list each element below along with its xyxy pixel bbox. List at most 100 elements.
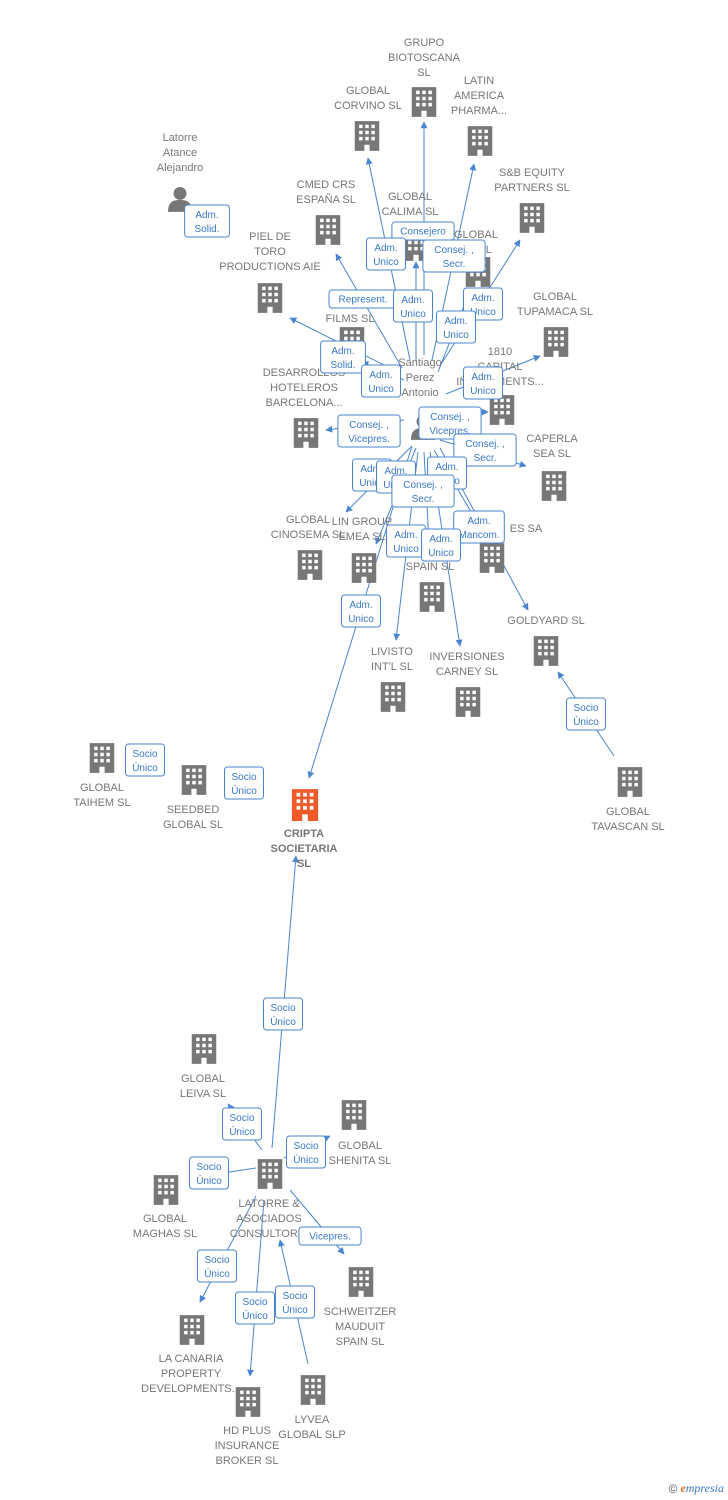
badge-label: Solid. — [330, 360, 355, 371]
role-badge-b_adm_unico_2[interactable]: Adm.Unico — [393, 289, 433, 323]
badge-label: Único — [231, 784, 257, 797]
role-badge-b_represent[interactable]: Represent. — [328, 289, 398, 309]
badge-label: Único — [229, 1125, 255, 1138]
badge-label: Único — [242, 1309, 268, 1322]
badge-label: Secr. — [443, 259, 466, 270]
role-badge-b_consej_secr_2[interactable]: Consej. ,Secr. — [453, 433, 517, 467]
node-label-line: LATORRE & — [238, 1198, 300, 1210]
node-label-line: CALIMA SL — [382, 206, 439, 218]
badge-box — [341, 594, 381, 628]
node-label-line: TAVASCAN SL — [591, 821, 664, 833]
node-spain[interactable]: SPAIN SL — [406, 561, 455, 612]
role-badge-b_adm_unico_1[interactable]: Adm. Unico — [366, 237, 406, 271]
node-label-line: GLOBAL — [454, 229, 498, 241]
role-badge-b_vicepres[interactable]: Vicepres. — [298, 1226, 362, 1246]
node-label-line: MAGHAS SL — [133, 1228, 197, 1240]
badge-box — [184, 204, 230, 238]
role-badge-b_adm_unico_12[interactable]: Adm.Unico — [341, 594, 381, 628]
role-badge-b_consej_secr_1[interactable]: Consej. ,Secr. — [422, 239, 486, 273]
badge-box — [298, 1226, 362, 1246]
role-badge-b_adm_unico_6[interactable]: Adm.Unico — [463, 366, 503, 400]
role-badge-b_adm_unico_5[interactable]: Adm.Unico — [361, 364, 401, 398]
node-label-line: Alejandro — [157, 162, 203, 174]
badge-box — [366, 237, 406, 271]
badge-box — [393, 289, 433, 323]
node-label: GOLDYARD SL — [507, 615, 584, 627]
building-icon — [380, 682, 406, 712]
badge-label: Socio — [242, 1297, 267, 1308]
role-badge-b_adm_unico_11[interactable]: Adm.Unico — [421, 528, 461, 562]
node-goldyard[interactable]: GOLDYARD SL — [507, 615, 585, 666]
footer-brand[interactable]: © e mpresia — [669, 1481, 724, 1496]
badge-label: Unico — [359, 478, 385, 489]
role-badge-b_consej_vicepres_1[interactable]: Consej. ,Vicepres. — [337, 414, 401, 448]
node-essa[interactable]: ES SA — [479, 523, 543, 573]
edge-santiago-to-cmed — [335, 253, 403, 369]
badge-label: Adm. — [195, 210, 218, 221]
role-badge-b_latorre_adm[interactable]: Adm.Solid. — [184, 204, 230, 238]
role-badge-b_adm_mancom[interactable]: Adm.Mancom. — [453, 510, 505, 544]
badge-box — [418, 406, 482, 440]
badge-label: Unico — [373, 257, 399, 268]
badge-label: Socio — [229, 1113, 254, 1124]
node-label-line: INSURANCE — [215, 1440, 280, 1452]
role-badge-b_adm_unico_10[interactable]: Adm.Unico — [386, 524, 426, 558]
badge-box — [286, 1135, 326, 1169]
node-label-line: 1810 — [488, 346, 512, 358]
node-label-line: GRUPO — [404, 37, 445, 49]
badge-label: Único — [293, 1153, 319, 1166]
badge-label: Adm. — [374, 243, 397, 254]
role-badge-b_consej_secr_3[interactable]: Consej. ,Secr. — [391, 474, 455, 508]
role-badge-b_consej_vicepres_2[interactable]: Consej. ,Vicepres. — [418, 406, 482, 440]
badge-label: Unico — [443, 330, 469, 341]
badge-box — [391, 474, 455, 508]
role-badge-b_adm_solid_2[interactable]: Adm.Solid. — [320, 340, 366, 374]
role-badge-b_consejero[interactable]: Consejero — [391, 221, 455, 241]
role-badge-b_adm_unico_4[interactable]: Adm.Unico — [436, 310, 476, 344]
